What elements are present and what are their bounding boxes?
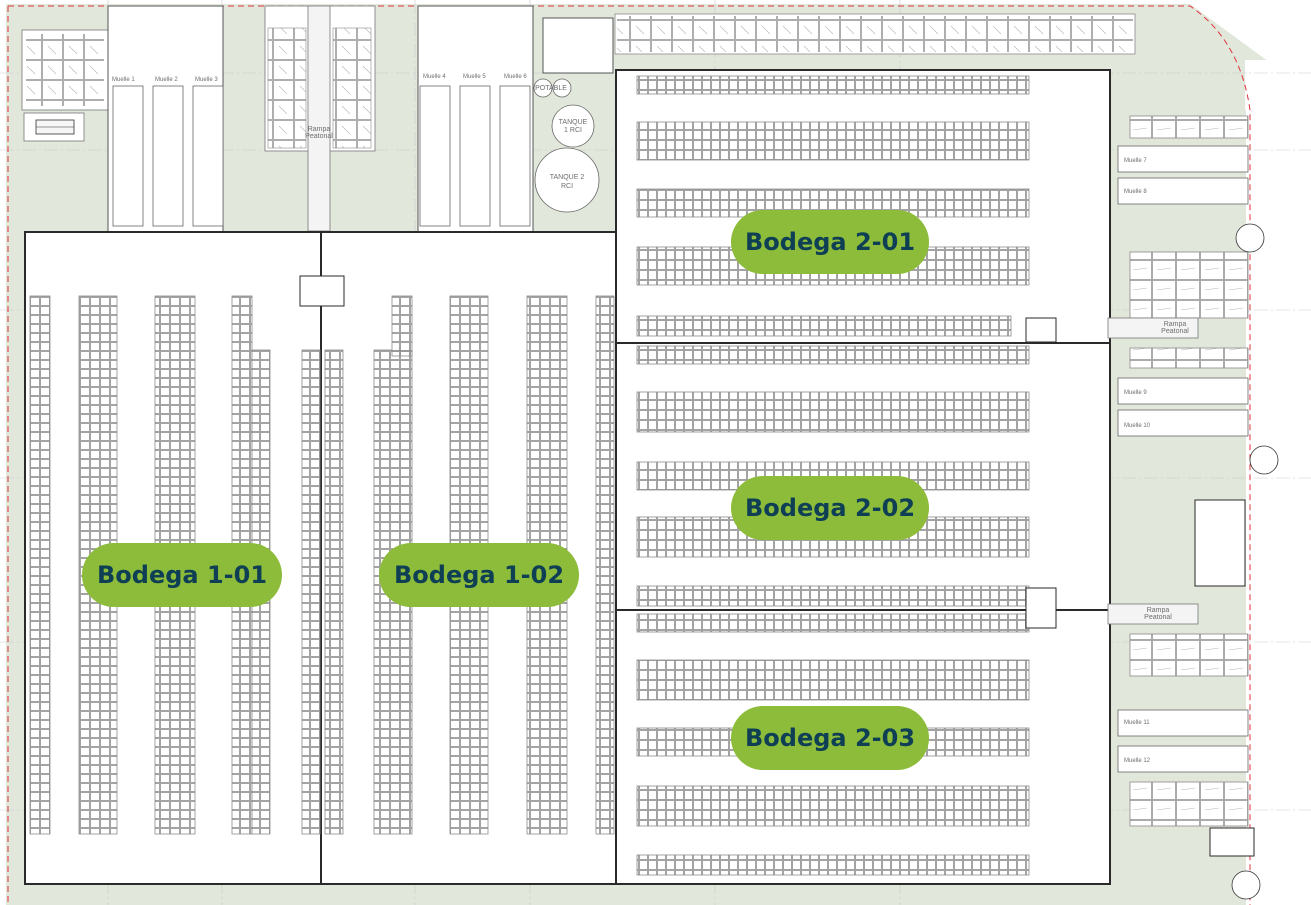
stair-cores xyxy=(299,275,1255,857)
warehouse-label-bodega-1-01: Bodega 1-01 xyxy=(82,543,282,607)
svg-text:Muelle 12: Muelle 12 xyxy=(1124,758,1151,764)
svg-text:Muelle 9: Muelle 9 xyxy=(1124,390,1147,396)
svg-text:Muelle 6: Muelle 6 xyxy=(504,74,527,80)
svg-text:Muelle 4: Muelle 4 xyxy=(423,74,446,80)
svg-text:Muelle 1: Muelle 1 xyxy=(112,77,135,83)
svg-text:TANQUE: TANQUE xyxy=(559,119,588,126)
svg-text:Rampa: Rampa xyxy=(1147,607,1170,614)
svg-text:1 RCI: 1 RCI xyxy=(564,127,582,134)
warehouse-label-bodega-1-02: Bodega 1-02 xyxy=(379,543,579,607)
warehouse-label-bodega-2-01: Bodega 2-01 xyxy=(731,210,929,274)
svg-text:Rampa: Rampa xyxy=(308,126,331,133)
svg-text:Muelle 3: Muelle 3 xyxy=(195,77,218,83)
svg-text:POTABLE: POTABLE xyxy=(535,85,567,92)
svg-text:Muelle 5: Muelle 5 xyxy=(463,74,486,80)
warehouse-label-bodega-2-03: Bodega 2-03 xyxy=(731,706,929,770)
turning-circle-symbols xyxy=(1231,223,1279,900)
east-parking xyxy=(1129,115,1249,827)
svg-text:Muelle 2: Muelle 2 xyxy=(155,77,178,83)
svg-text:TANQUE 2: TANQUE 2 xyxy=(550,174,585,181)
svg-text:RCI: RCI xyxy=(561,183,573,190)
property-boundary xyxy=(7,5,1251,905)
pedestrian-ramps: Rampa Peatonal Rampa Peatonal Rampa Peat… xyxy=(305,126,1199,625)
north-dock-labels: Muelle 1 Muelle 2 Muelle 3 Muelle 4 Muel… xyxy=(112,74,527,83)
svg-text:Peatonal: Peatonal xyxy=(1161,328,1189,335)
svg-text:Muelle 7: Muelle 7 xyxy=(1124,158,1147,164)
svg-text:Muelle 10: Muelle 10 xyxy=(1124,423,1151,429)
north-dock-trailers xyxy=(112,85,531,227)
svg-text:Peatonal: Peatonal xyxy=(305,133,333,140)
water-tanks: POTABLE TANQUE 1 RCI TANQUE 2 RCI xyxy=(533,78,600,213)
north-parking-strip xyxy=(614,13,1136,55)
svg-text:Muelle 11: Muelle 11 xyxy=(1124,720,1150,726)
east-dock-labels: Muelle 7 Muelle 8 Muelle 9 Muelle 10 Mue… xyxy=(1124,158,1151,764)
east-dock-trailers xyxy=(1117,145,1249,773)
svg-text:Muelle 8: Muelle 8 xyxy=(1124,189,1147,195)
northwest-service-area xyxy=(21,29,109,142)
warehouse-label-bodega-2-02: Bodega 2-02 xyxy=(731,476,929,540)
svg-text:Peatonal: Peatonal xyxy=(1144,614,1172,621)
svg-text:Rampa: Rampa xyxy=(1164,321,1187,328)
